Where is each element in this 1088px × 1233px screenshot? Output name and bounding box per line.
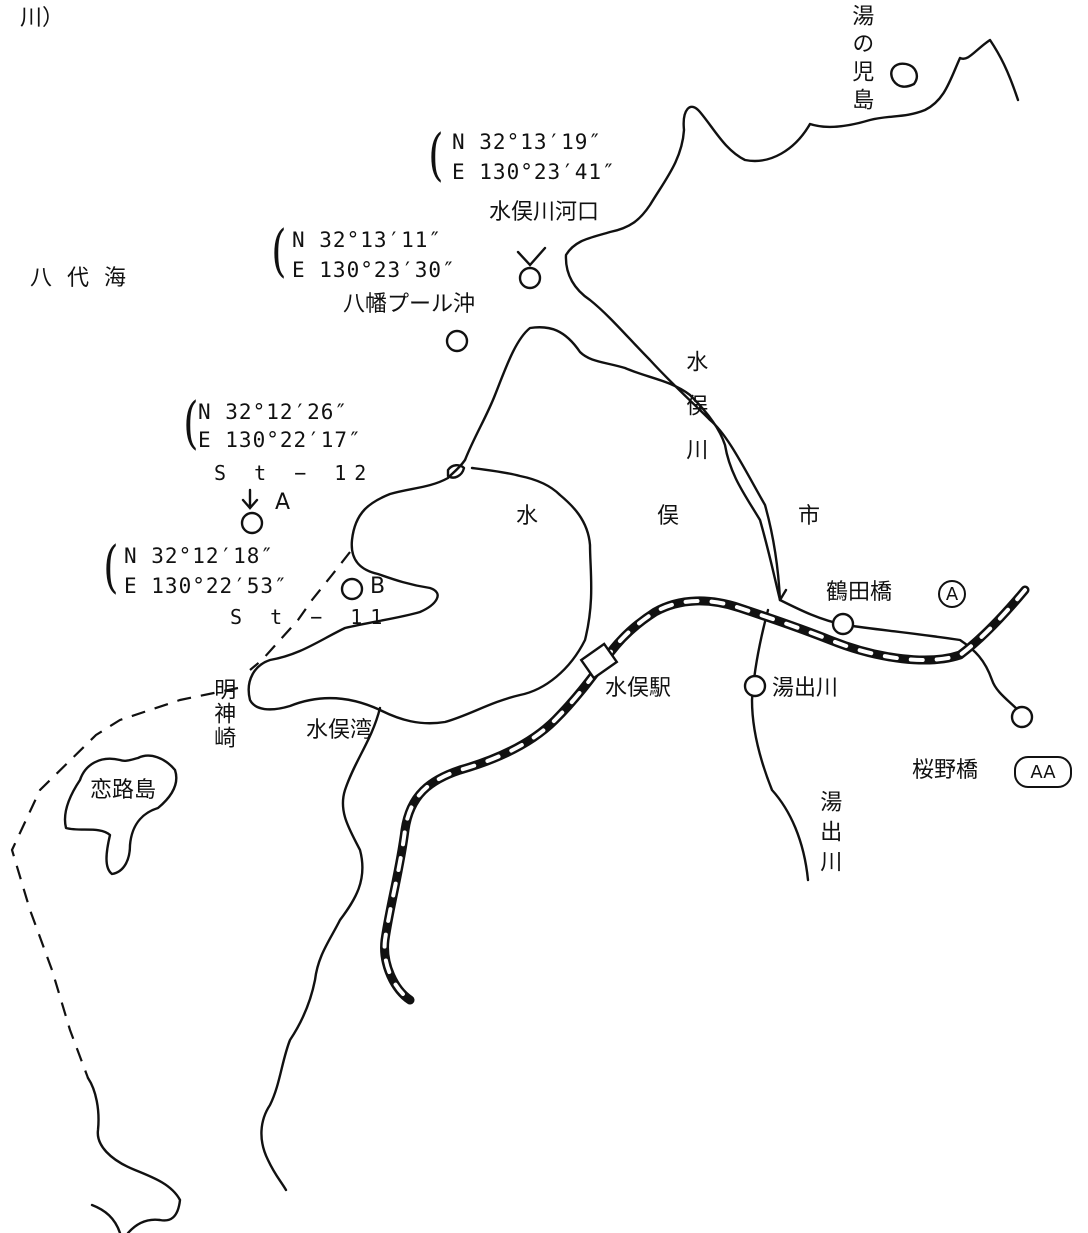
tsurudabashi-label: 鶴田橋: [826, 580, 893, 605]
arrow-river-mouth: [516, 246, 547, 267]
sample-point-yahata: [445, 329, 469, 353]
bay-inlet-node: [446, 464, 466, 479]
arrow-st12: [241, 488, 259, 510]
north-coastline: [564, 38, 1020, 602]
southwest-coastline: [86, 1076, 182, 1233]
minamata-river-label: 水俣川: [682, 350, 708, 482]
koijishima-island: [63, 754, 178, 876]
tsurudabashi-badge: A: [938, 580, 966, 608]
boundary-dashed-2: [10, 686, 239, 1079]
yudegawa-river: [750, 608, 810, 882]
coord-lat-yahata: N 32°13′11″: [292, 228, 443, 252]
brace-river-mouth: (: [428, 123, 444, 188]
brace-yahata: (: [271, 219, 287, 284]
yudegawa-river-label: 湯出川: [816, 790, 842, 880]
railway-line: [380, 585, 1030, 1005]
sample-point-st12: [240, 511, 264, 535]
upper-river-branch: [778, 598, 1022, 714]
city-label: 水 俣 市: [516, 504, 876, 529]
sample-point-st11: [340, 577, 364, 601]
sea-label: 八 代 海: [30, 266, 130, 291]
sakuranobashi-label: 桜野橋: [912, 758, 979, 783]
sample-point-sakuranobashi: [1010, 705, 1034, 729]
st11-point-letter: B: [370, 574, 386, 599]
yunokojima-islet: [890, 62, 918, 88]
bay-label: 水俣湾: [306, 718, 373, 743]
coord-lat-st12: N 32°12′26″: [198, 400, 349, 424]
station-marker: [579, 642, 619, 680]
coord-lon-st12: E 130°22′17″: [198, 428, 362, 452]
sakuranobashi-badge: AA: [1014, 756, 1072, 788]
yudegawa-point-label: 湯出川: [772, 676, 839, 701]
st11-label: S t − 11: [230, 605, 391, 629]
railway-line-dashes: [382, 588, 1027, 1002]
sample-point-tsurudabashi: [831, 612, 855, 636]
brace-st12: (: [183, 391, 199, 456]
south-coastline: [260, 706, 382, 1192]
corner-text: 川）: [20, 6, 65, 31]
coord-lon-st11: E 130°22′53″: [124, 574, 288, 598]
yahata-label: 八幡プール沖: [343, 292, 476, 317]
coord-lon-yahata: E 130°23′30″: [292, 258, 456, 282]
sample-point-yudegawa: [743, 674, 767, 698]
yunokojima-label: 湯の児島: [848, 4, 874, 116]
coord-lon-river-mouth: E 130°23′41″: [452, 160, 616, 184]
boundary-dashed: [249, 551, 351, 671]
st12-label: S t − 12: [214, 461, 375, 485]
st12-point-letter: A: [275, 490, 291, 515]
sample-point-river-mouth: [518, 266, 542, 290]
bay-coastline: [247, 326, 782, 725]
koijishima-label: 恋路島: [90, 778, 157, 803]
brace-st11: (: [103, 535, 119, 600]
station-label: 水俣駅: [605, 676, 672, 701]
coord-lat-st11: N 32°12′18″: [124, 544, 275, 568]
myojinzaki-label: 明神崎: [210, 678, 236, 750]
river-mouth-label: 水俣川河口: [489, 200, 600, 225]
southwest-coastline-2: [90, 1203, 122, 1233]
coord-lat-river-mouth: N 32°13′19″: [452, 130, 603, 154]
